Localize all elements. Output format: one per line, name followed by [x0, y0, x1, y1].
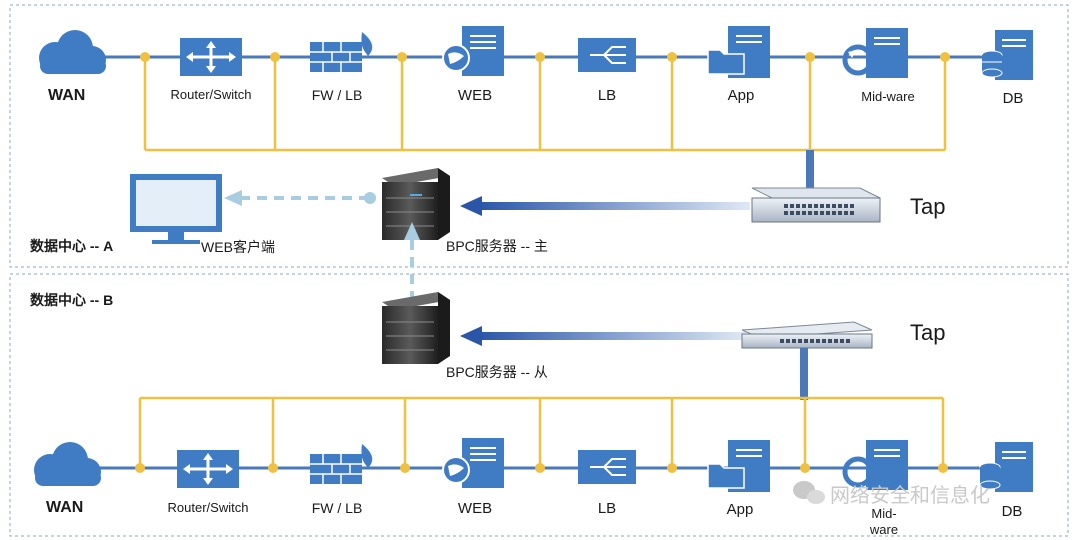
top-junction-dots — [140, 52, 950, 62]
tap-b-link — [800, 348, 808, 400]
top-fw-label: FW / LB — [311, 87, 363, 103]
top-app-label: App — [727, 87, 755, 104]
web-server-icon — [442, 26, 504, 76]
load-balancer-icon — [578, 38, 636, 72]
tap-a-link — [806, 150, 814, 188]
cloud-icon — [39, 30, 106, 74]
tap-switch-icon — [741, 321, 873, 349]
tap-a-label: Tap — [910, 194, 946, 219]
top-web-label: WEB — [457, 87, 493, 104]
top-router-label: Router/Switch — [170, 87, 252, 102]
router-icon — [180, 38, 242, 76]
top-midware-label: Mid-ware — [861, 89, 915, 104]
cloud-icon — [34, 442, 101, 486]
zone-b-label: 数据中心 -- B — [30, 292, 114, 308]
bottom-app-label: App — [726, 501, 754, 518]
top-lb-label: LB — [597, 87, 617, 104]
zone-b-border — [9, 273, 1069, 537]
bpc-server-icon — [382, 168, 450, 240]
dashed-link-client — [224, 190, 376, 206]
app-server-icon — [707, 26, 770, 78]
bottom-midware-label: Mid-ware — [869, 506, 899, 537]
tap-b-label: Tap — [910, 320, 946, 345]
firewall-icon — [310, 32, 373, 72]
web-server-icon — [442, 438, 504, 488]
load-balancer-icon — [578, 450, 636, 484]
bottom-wan-label: WAN — [46, 499, 84, 516]
firewall-icon — [310, 444, 373, 484]
top-db-label: DB — [1002, 90, 1024, 107]
database-icon — [981, 30, 1033, 80]
mirror-arrow-b — [460, 326, 746, 346]
middleware-icon — [842, 440, 908, 490]
bottom-router-label: Router/Switch — [167, 500, 249, 515]
top-wan-label: WAN — [48, 87, 86, 104]
mirror-arrow-a — [460, 196, 750, 216]
bottom-web-label: WEB — [457, 500, 493, 517]
zone-a-label: 数据中心 -- A — [30, 238, 114, 254]
bpc-server-icon — [382, 292, 450, 364]
web-client-label: WEB客户端 — [201, 239, 275, 255]
bottom-yellow-bus — [138, 396, 945, 468]
bottom-lb-label: LB — [597, 500, 617, 517]
monitor-icon — [130, 174, 222, 244]
zone-a-border — [9, 4, 1069, 268]
top-yellow-bus — [143, 57, 947, 152]
bottom-fw-label: FW / LB — [311, 500, 363, 516]
middleware-icon — [842, 28, 908, 78]
app-server-icon — [707, 440, 770, 492]
database-icon — [979, 442, 1033, 492]
router-icon — [177, 450, 239, 488]
bpc-master-label: BPC服务器 -- 主 — [446, 238, 548, 254]
wechat-icon — [793, 481, 825, 504]
bpc-slave-label: BPC服务器 -- 从 — [446, 364, 548, 380]
watermark-text: 网络安全和信息化 — [830, 483, 990, 507]
bottom-junction-dots — [135, 463, 948, 473]
tap-switch-icon — [751, 187, 881, 223]
bottom-db-label: DB — [1001, 503, 1023, 520]
